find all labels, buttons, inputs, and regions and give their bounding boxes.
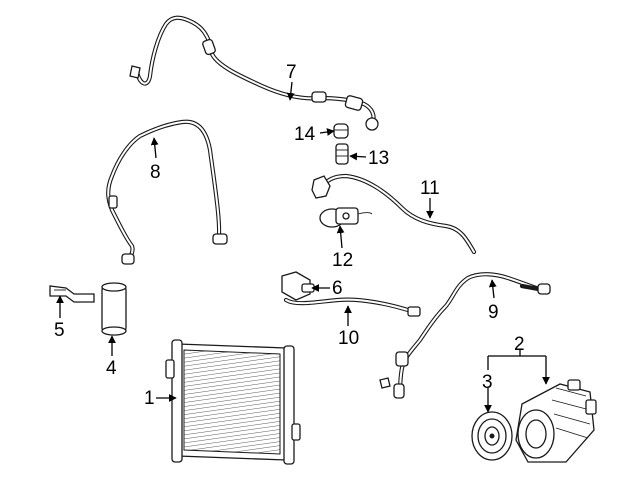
- receiver-drier-4: [101, 282, 127, 336]
- compressor-clutch-3: [471, 411, 513, 461]
- callout-8: 8: [150, 162, 161, 183]
- hose-10: [283, 297, 421, 317]
- callout-10: 10: [338, 328, 359, 349]
- callout-13: 13: [368, 148, 389, 169]
- compressor-2: [515, 379, 597, 463]
- ac-line-11: [311, 173, 477, 255]
- bracket-5: [49, 285, 95, 303]
- callout-7: 7: [286, 62, 297, 83]
- ac-line-8: [106, 119, 228, 265]
- pressure-switch-12: [319, 207, 373, 228]
- callout-5: 5: [54, 320, 65, 341]
- callout-11: 11: [420, 178, 440, 199]
- service-cap-14: [333, 123, 349, 139]
- callout-6: 6: [332, 278, 343, 299]
- leader-lines: [56, 81, 550, 413]
- callout-9: 9: [488, 302, 499, 323]
- callout-3: 3: [482, 372, 493, 393]
- valve-core-13: [335, 143, 349, 165]
- ac-hose-7: [129, 15, 379, 131]
- callout-labels: 7 8 14 13 11 12 6 10 9 5 4 1 3 2: [54, 62, 525, 409]
- sensor-6: [281, 271, 315, 301]
- callout-12: 12: [332, 250, 353, 271]
- callout-2: 2: [514, 334, 525, 355]
- ac-line-9: [379, 272, 551, 399]
- callout-1: 1: [144, 388, 155, 409]
- condenser-1: [165, 339, 301, 465]
- callout-4: 4: [106, 358, 117, 379]
- callout-14: 14: [294, 124, 316, 145]
